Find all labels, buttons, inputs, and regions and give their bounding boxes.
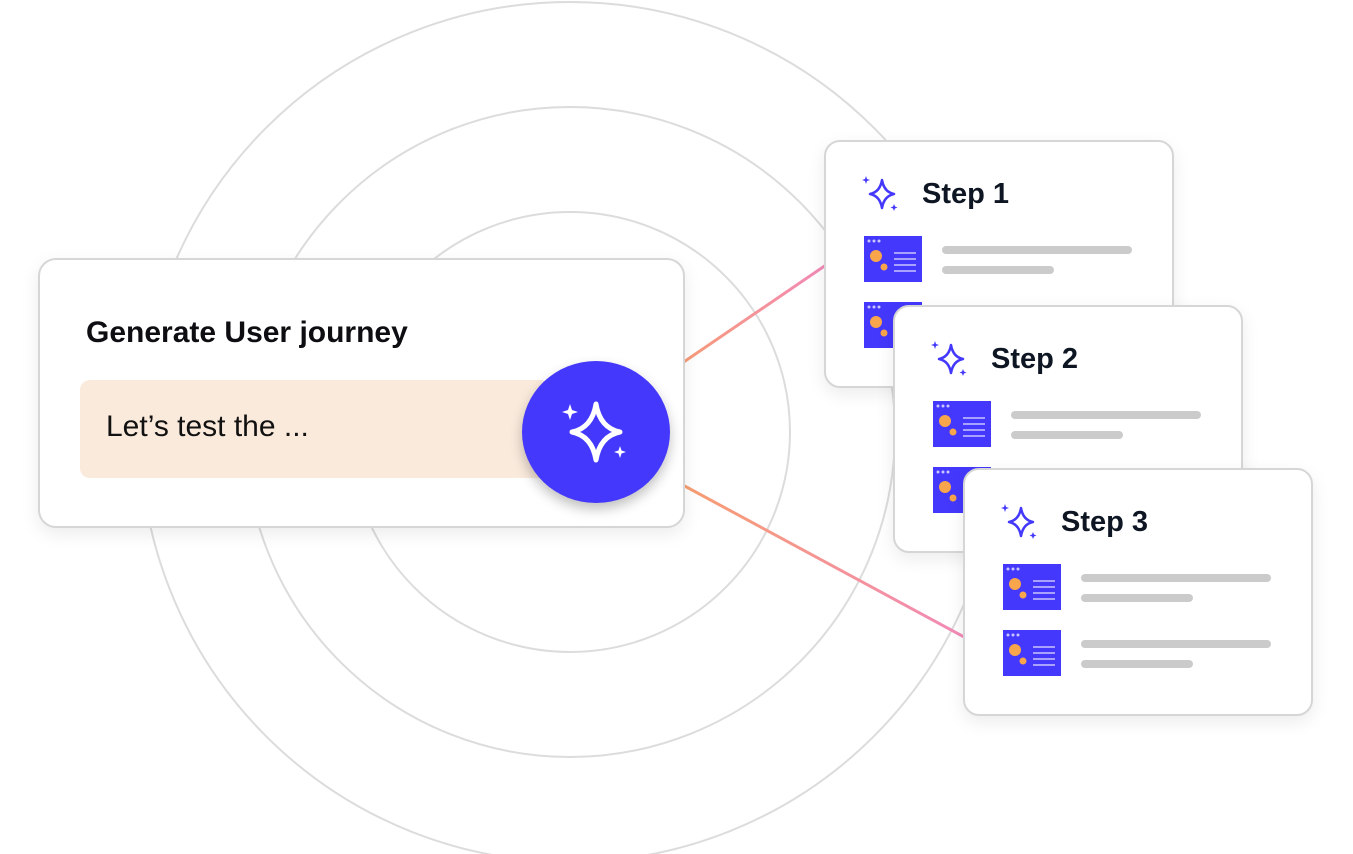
placeholder-line <box>1081 594 1193 602</box>
generate-button[interactable] <box>522 361 670 503</box>
sparkle-icon <box>562 401 626 463</box>
step-card-3[interactable]: Step 3 <box>963 468 1313 716</box>
connector-step-3 <box>654 468 967 640</box>
step-title: Step 3 <box>1061 506 1149 538</box>
screen-thumbnail-icon <box>1003 564 1061 610</box>
placeholder-line <box>1081 574 1271 582</box>
sparkle-icon <box>1001 504 1037 539</box>
placeholder-line <box>1081 660 1193 668</box>
card-title: Generate User journey <box>86 316 408 349</box>
placeholder-line <box>942 246 1132 254</box>
sparkle-icon <box>862 176 898 211</box>
placeholder-line <box>942 266 1054 274</box>
step-title: Step 1 <box>922 178 1010 210</box>
sparkle-icon <box>931 341 967 376</box>
screen-thumbnail-icon <box>933 401 991 447</box>
placeholder-line <box>1011 411 1201 419</box>
step-title: Step 2 <box>991 343 1079 375</box>
screen-thumbnail-icon <box>864 236 922 282</box>
placeholder-line <box>1081 640 1271 648</box>
placeholder-line <box>1011 431 1123 439</box>
screen-thumbnail-icon <box>1003 630 1061 676</box>
prompt-input[interactable]: Let’s test the ... <box>80 380 550 478</box>
